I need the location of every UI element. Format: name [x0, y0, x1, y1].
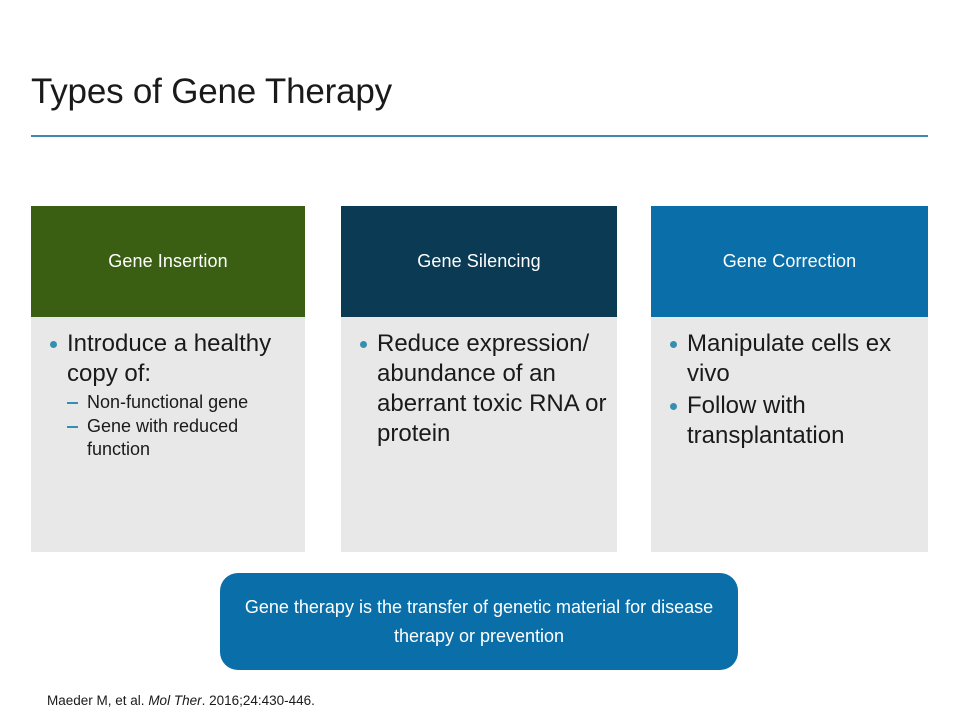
list-item: Introduce a healthy copy of: Non-functio…	[39, 329, 297, 461]
column-gene-silencing: Gene Silencing Reduce expression/ abunda…	[341, 206, 617, 552]
dash-icon	[67, 426, 78, 428]
dash-icon	[67, 402, 78, 404]
bullet-dot-icon	[670, 403, 677, 410]
sub-bullet-list: Non-functional gene Gene with reduced fu…	[67, 391, 297, 461]
bullet-list: Reduce expression/ abundance of an aberr…	[349, 329, 609, 449]
citation-details: . 2016;24:430-446.	[201, 693, 315, 708]
list-item: Gene with reduced function	[67, 415, 297, 461]
column-body-gene-correction: Manipulate cells ex vivo Follow with tra…	[651, 317, 928, 552]
column-body-gene-silencing: Reduce expression/ abundance of an aberr…	[341, 317, 617, 552]
list-item: Follow with transplantation	[659, 391, 920, 451]
definition-callout: Gene therapy is the transfer of genetic …	[220, 573, 738, 670]
bullet-text: Follow with transplantation	[687, 392, 845, 449]
bullet-text: Manipulate cells ex vivo	[687, 330, 892, 387]
sub-bullet-wrapper: Non-functional gene Gene with reduced fu…	[67, 391, 297, 461]
bullet-dot-icon	[670, 341, 677, 348]
bullet-text: Introduce a healthy copy of:	[67, 330, 272, 387]
bullet-list: Manipulate cells ex vivo Follow with tra…	[659, 329, 920, 451]
list-item: Non-functional gene	[67, 391, 297, 414]
column-header-label: Gene Silencing	[417, 251, 541, 271]
bullet-text: Reduce expression/ abundance of an aberr…	[377, 330, 607, 447]
column-gene-correction: Gene Correction Manipulate cells ex vivo…	[651, 206, 928, 552]
list-item: Manipulate cells ex vivo	[659, 329, 920, 389]
column-header-gene-silencing: Gene Silencing	[341, 206, 617, 317]
column-header-label: Gene Insertion	[108, 251, 228, 271]
column-header-gene-correction: Gene Correction	[651, 206, 928, 317]
citation: Maeder M, et al. Mol Ther. 2016;24:430-4…	[47, 692, 315, 710]
column-gene-insertion: Gene Insertion Introduce a healthy copy …	[31, 206, 305, 552]
title-divider	[31, 135, 928, 137]
column-header-gene-insertion: Gene Insertion	[31, 206, 305, 317]
page-title: Types of Gene Therapy	[31, 72, 392, 111]
bullet-list: Introduce a healthy copy of: Non-functio…	[39, 329, 297, 461]
sub-bullet-text: Gene with reduced function	[87, 416, 239, 459]
column-body-gene-insertion: Introduce a healthy copy of: Non-functio…	[31, 317, 305, 552]
callout-text: Gene therapy is the transfer of genetic …	[244, 596, 714, 646]
citation-author: Maeder M, et al.	[47, 693, 145, 708]
column-header-label: Gene Correction	[722, 251, 857, 271]
citation-journal: Mol Ther	[148, 693, 202, 708]
sub-bullet-text: Non-functional gene	[87, 392, 249, 412]
bullet-dot-icon	[360, 341, 367, 348]
list-item: Reduce expression/ abundance of an aberr…	[349, 329, 609, 449]
bullet-dot-icon	[50, 341, 57, 348]
